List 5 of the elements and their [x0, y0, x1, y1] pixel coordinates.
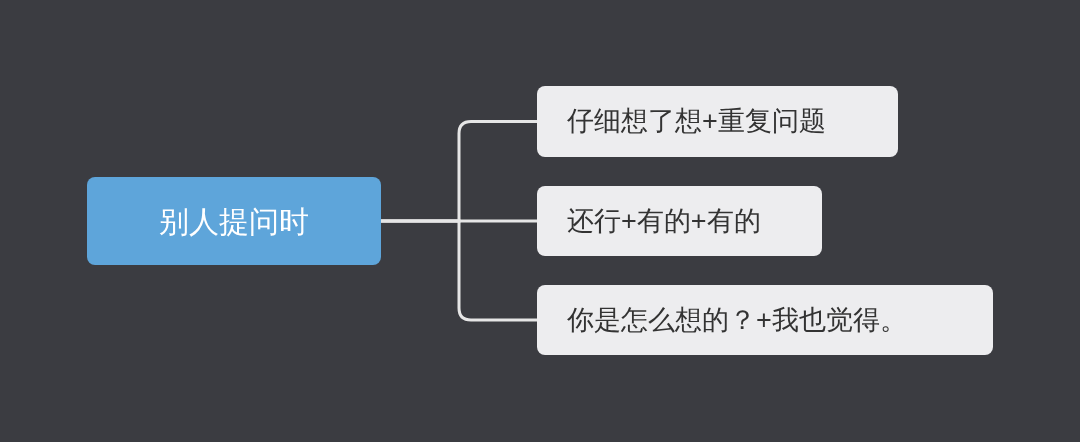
subtopic-box: 你是怎么想的？+我也觉得。 — [537, 285, 993, 355]
subtopic-box: 仔细想了想+重复问题 — [537, 86, 898, 157]
subtopic-box: 还行+有的+有的 — [537, 186, 822, 256]
connector-line — [381, 219, 537, 322]
root-topic-box: 别人提问时 — [87, 177, 381, 265]
